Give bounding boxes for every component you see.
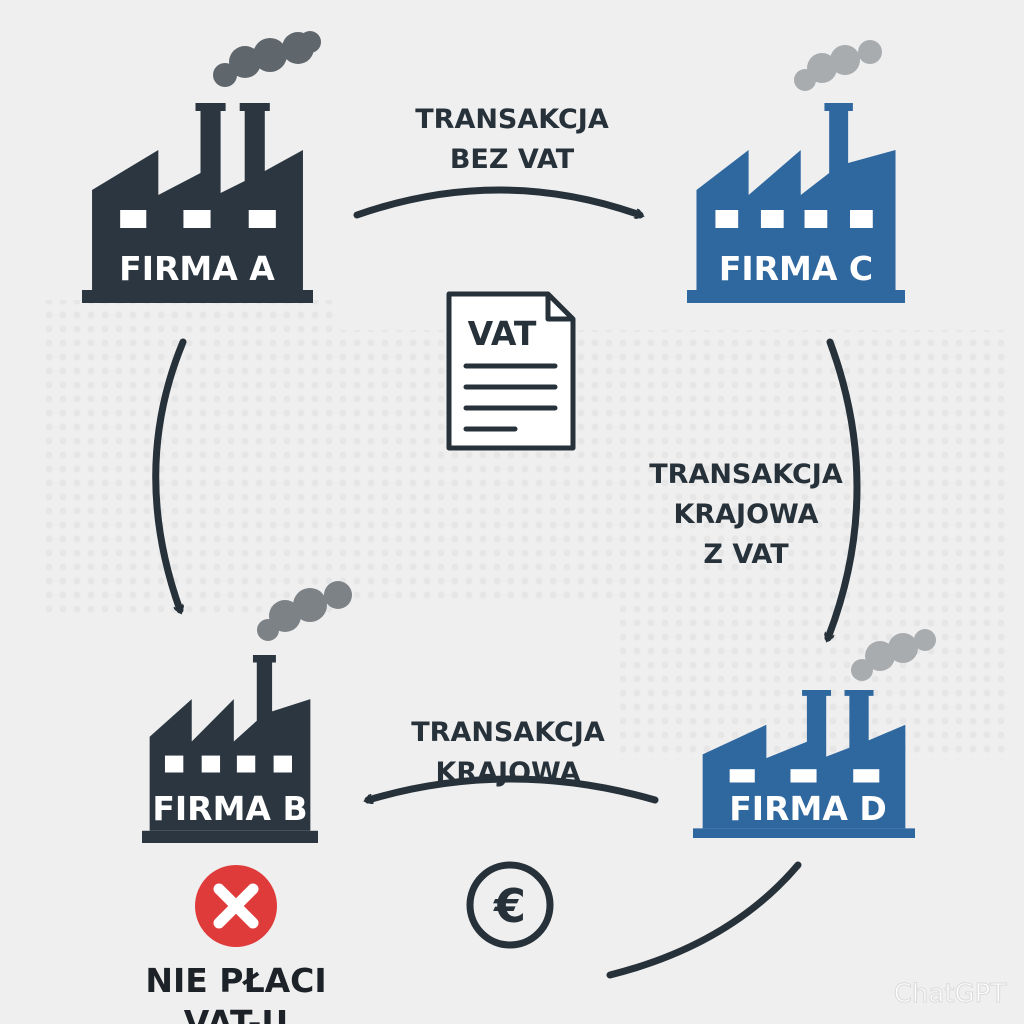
euro-symbol: € (493, 879, 526, 933)
status-b-line2: VAT-U (184, 1003, 288, 1024)
smoke-icon (794, 40, 882, 91)
world-map-dots (40, 300, 1010, 760)
euro-icon: € (466, 861, 554, 949)
transaction-c-d-line1: TRANSAKCJA (649, 459, 843, 490)
firm-b: FIRMA B (142, 581, 352, 843)
firm-a: FIRMA A (82, 31, 321, 303)
firm-c-label: FIRMA C (719, 249, 873, 288)
arrow-a-to-c (353, 186, 640, 215)
transaction-d-b-line1: TRANSAKCJA (411, 717, 605, 748)
firm-b-label: FIRMA B (152, 789, 307, 828)
document-icon: VAT (446, 291, 576, 451)
transaction-c-d-line2: KRAJOWA (673, 499, 818, 530)
transaction-a-c-line2: BEZ VAT (450, 144, 575, 175)
document-title: VAT (468, 314, 537, 353)
transaction-d-b-line2: KRAJOWA (435, 757, 580, 788)
smoke-icon (213, 31, 321, 87)
x-circle-icon (195, 865, 277, 947)
transaction-a-c-line1: TRANSAKCJA (415, 104, 609, 135)
firm-c: FIRMA C (687, 40, 905, 303)
arrow-d-to-b (368, 775, 659, 800)
smoke-icon (257, 581, 352, 641)
firm-a-label: FIRMA A (119, 249, 275, 288)
firm-d: FIRMA D (693, 629, 936, 838)
arrow-c-to-d (828, 338, 861, 638)
arrow-return-line (606, 861, 802, 979)
transaction-c-d-line3: Z VAT (703, 539, 789, 570)
smoke-icon (851, 629, 936, 681)
watermark: ChatGPT (894, 979, 1007, 1009)
firm-d-label: FIRMA D (729, 789, 887, 828)
arrow-a-to-b (152, 338, 187, 610)
status-b-line1: NIE PŁACI (145, 961, 326, 1000)
